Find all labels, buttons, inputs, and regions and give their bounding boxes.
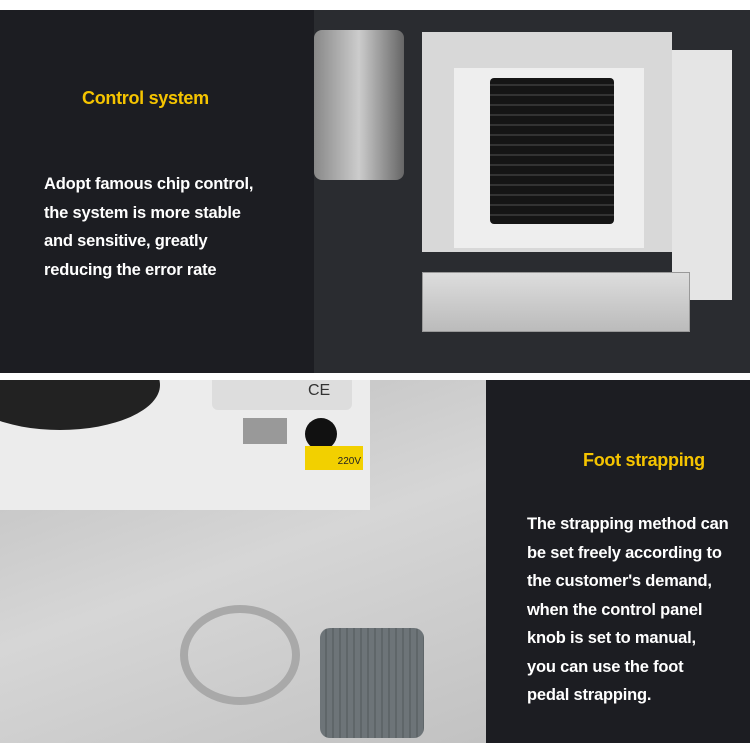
voltage-label: 220V (305, 446, 363, 470)
foot-pedal (320, 628, 424, 738)
circuit-board (490, 78, 614, 224)
ce-mark: CE (308, 382, 331, 399)
power-supply (422, 272, 690, 332)
control-system-text-panel: Control system Adopt famous chip control… (0, 10, 314, 373)
foot-strapping-text-panel: Foot strapping The strapping method can … (486, 380, 750, 743)
section-title: Control system (82, 88, 209, 108)
control-board-photo (314, 10, 750, 373)
foot-pedal-photo: CE 220V (0, 380, 486, 743)
section-description: The strapping method can be set freely a… (527, 515, 729, 704)
section-title: Foot strapping (583, 450, 705, 470)
section-description: Adopt famous chip control, the system is… (44, 175, 254, 279)
